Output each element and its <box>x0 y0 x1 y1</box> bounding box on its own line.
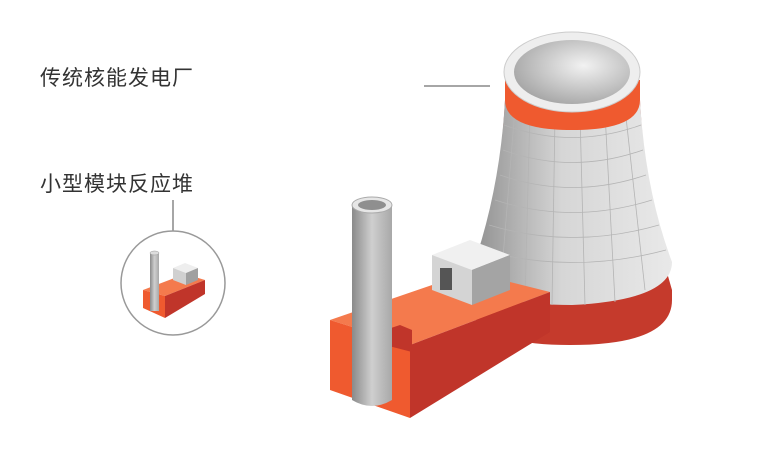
traditional-plant-label: 传统核能发电厂 <box>40 66 194 90</box>
cooling-tower <box>470 31 672 345</box>
smr-icon <box>120 230 226 336</box>
chimney <box>351 196 393 406</box>
smr-label: 小型模块反应堆 <box>40 172 194 196</box>
